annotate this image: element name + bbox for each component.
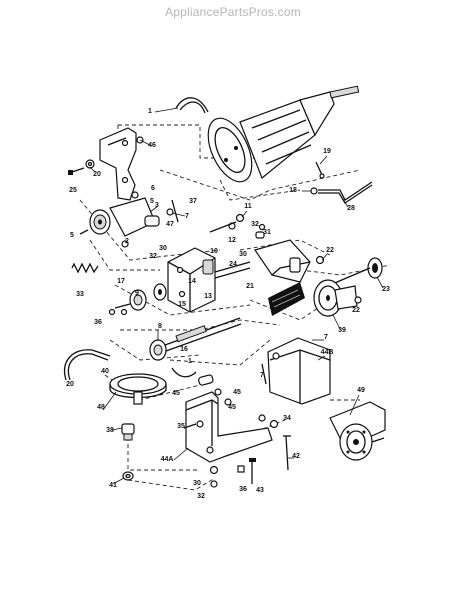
motor-mount-bracket xyxy=(99,127,144,201)
part-label-3: 3 xyxy=(155,202,159,209)
part-label-32: 32 xyxy=(149,253,157,260)
bracket-44b xyxy=(261,337,331,405)
part-label-12: 12 xyxy=(228,237,236,244)
part-label-30: 30 xyxy=(159,245,167,252)
nut-41 xyxy=(122,471,134,481)
part-label-31: 31 xyxy=(263,229,271,236)
gearbox-bracket-right xyxy=(254,239,325,283)
part-label-39: 39 xyxy=(338,327,346,334)
part-label-44A: 44A xyxy=(161,456,174,463)
part-label-16: 16 xyxy=(180,346,188,353)
part-label-9: 9 xyxy=(135,290,139,297)
part-label-28: 28 xyxy=(347,205,355,212)
fasteners-bottom xyxy=(209,458,256,488)
drive-pulley-large xyxy=(313,279,362,317)
part-label-32: 32 xyxy=(197,493,205,500)
part-label-30: 30 xyxy=(193,480,201,487)
bearing-right xyxy=(329,257,383,286)
part-label-15: 15 xyxy=(178,301,186,308)
part-label-37: 37 xyxy=(189,198,197,205)
upper-shaft-fasteners xyxy=(209,213,266,239)
part-label-8: 8 xyxy=(158,323,162,330)
part-label-32: 32 xyxy=(251,221,259,228)
belt-clip xyxy=(171,367,197,378)
part-label-1: 1 xyxy=(148,108,152,115)
bolt-and-nut-left xyxy=(68,159,95,175)
warning-label-plate xyxy=(268,282,305,316)
part-label-22: 22 xyxy=(326,247,334,254)
part-label-11: 11 xyxy=(244,203,252,210)
part-label-7: 7 xyxy=(324,334,328,341)
part-label-13: 13 xyxy=(204,293,212,300)
part-label-14: 14 xyxy=(188,278,196,285)
part-label-20: 20 xyxy=(93,171,101,178)
part-label-38: 38 xyxy=(106,427,114,434)
part-label-5: 5 xyxy=(150,198,154,205)
part-label-41: 41 xyxy=(109,482,117,489)
shift-rod xyxy=(310,161,373,204)
sleeve-40 xyxy=(198,374,214,386)
part-label-46: 46 xyxy=(148,142,156,149)
part-label-6: 6 xyxy=(151,185,155,192)
fasteners-34-42 xyxy=(258,414,291,471)
watermark: AppliancePartsPros.com xyxy=(165,5,301,19)
part-label-35: 35 xyxy=(177,423,185,430)
part-label-7: 7 xyxy=(185,213,189,220)
part-label-30: 30 xyxy=(239,251,247,258)
part-label-45: 45 xyxy=(228,404,236,411)
part-label-33: 33 xyxy=(76,291,84,298)
part-label-45: 45 xyxy=(233,389,241,396)
long-drive-shaft xyxy=(149,317,242,361)
part-label-21: 21 xyxy=(246,283,254,290)
gear-housing-49 xyxy=(329,401,386,461)
part-label-40: 40 xyxy=(101,368,109,375)
part-label-1: 1 xyxy=(188,358,192,365)
part-label-17: 17 xyxy=(117,278,125,285)
part-label-25: 25 xyxy=(69,187,77,194)
motor-assembly xyxy=(175,85,360,183)
part-label-42: 42 xyxy=(292,453,300,460)
part-label-48: 48 xyxy=(97,404,105,411)
belt-and-pulley-left xyxy=(64,349,167,405)
leader-lines xyxy=(89,107,384,485)
part-label-5: 5 xyxy=(70,232,74,239)
part-label-44B: 44B xyxy=(321,349,334,356)
part-label-34: 34 xyxy=(283,415,291,422)
hub-38 xyxy=(121,423,135,441)
tension-spring xyxy=(71,262,99,274)
part-label-47: 47 xyxy=(166,221,174,228)
bracket-44a xyxy=(183,391,273,463)
part-label-2: 2 xyxy=(125,238,129,245)
part-label-49: 49 xyxy=(357,387,365,394)
drive-shaft-components xyxy=(108,283,167,316)
part-label-10: 10 xyxy=(210,248,218,255)
part-label-36: 36 xyxy=(94,319,102,326)
part-label-36: 36 xyxy=(239,486,247,493)
part-label-20: 20 xyxy=(66,381,74,388)
part-label-19: 19 xyxy=(323,148,331,155)
part-label-24: 24 xyxy=(229,261,237,268)
transmission-housing xyxy=(167,247,251,313)
part-label-23: 23 xyxy=(382,286,390,293)
fasteners-45 xyxy=(214,388,232,406)
part-label-18: 18 xyxy=(289,187,297,194)
part-label-22: 22 xyxy=(352,307,360,314)
part-label-43: 43 xyxy=(256,487,264,494)
part-label-45: 45 xyxy=(172,390,180,397)
part-label-7: 7 xyxy=(260,372,264,379)
idler-pulley-assembly xyxy=(79,191,179,248)
